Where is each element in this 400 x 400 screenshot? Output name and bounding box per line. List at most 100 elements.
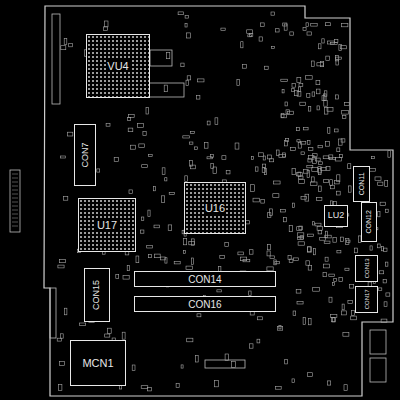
smd-part bbox=[379, 271, 384, 274]
smd-part bbox=[116, 274, 119, 278]
smd-part bbox=[104, 27, 108, 30]
smd-part bbox=[221, 28, 225, 31]
small-part bbox=[370, 330, 386, 354]
smd-part bbox=[297, 173, 303, 176]
smd-part bbox=[297, 128, 300, 131]
smd-part bbox=[257, 339, 260, 343]
smd-part bbox=[297, 78, 301, 83]
smd-part bbox=[318, 186, 321, 192]
component-outline: CON14 bbox=[134, 271, 276, 287]
connector-pin bbox=[12, 210, 18, 211]
smd-part bbox=[388, 151, 391, 158]
smd-part bbox=[303, 170, 308, 174]
component-outline: CON7 bbox=[74, 124, 96, 186]
smd-part bbox=[271, 47, 274, 49]
smd-part bbox=[97, 169, 100, 172]
smd-part bbox=[384, 248, 387, 251]
smd-part bbox=[279, 326, 281, 329]
smd-part bbox=[69, 44, 73, 47]
smd-part bbox=[271, 12, 274, 15]
smd-part bbox=[139, 144, 145, 148]
smd-part bbox=[311, 23, 318, 26]
smd-part bbox=[316, 89, 320, 94]
smd-part bbox=[329, 297, 332, 302]
smd-part bbox=[107, 328, 111, 333]
reference-designator: CON15 bbox=[92, 279, 102, 311]
smd-part bbox=[303, 317, 306, 324]
smd-part bbox=[268, 155, 272, 159]
smd-part bbox=[287, 111, 293, 114]
smd-part bbox=[225, 354, 228, 360]
smd-part bbox=[355, 248, 358, 253]
smd-part bbox=[331, 317, 335, 321]
smd-part bbox=[215, 381, 219, 387]
smd-part bbox=[298, 233, 304, 237]
smd-part bbox=[298, 242, 304, 245]
smd-part bbox=[324, 241, 330, 243]
smd-part bbox=[325, 235, 331, 238]
smd-part bbox=[178, 12, 183, 15]
smd-part bbox=[319, 44, 322, 49]
smd-part bbox=[377, 244, 380, 248]
smd-part bbox=[190, 132, 194, 134]
smd-part bbox=[226, 171, 230, 174]
smd-part bbox=[296, 290, 301, 294]
smd-part bbox=[143, 131, 146, 135]
smd-part bbox=[130, 145, 135, 149]
smd-part bbox=[59, 362, 64, 366]
smd-part bbox=[80, 323, 86, 325]
smd-part bbox=[181, 63, 184, 67]
smd-part bbox=[325, 142, 329, 147]
connector-pin bbox=[12, 178, 18, 179]
smd-part bbox=[291, 148, 296, 151]
smd-part bbox=[164, 85, 167, 92]
smd-part bbox=[308, 247, 312, 252]
smd-part bbox=[286, 138, 289, 141]
smd-part bbox=[262, 168, 265, 173]
smd-part bbox=[308, 234, 314, 236]
smd-part bbox=[261, 200, 265, 204]
smd-part bbox=[154, 187, 156, 191]
smd-part bbox=[155, 254, 161, 258]
smd-part bbox=[213, 167, 217, 173]
smd-part bbox=[303, 28, 306, 31]
smd-part bbox=[247, 30, 253, 34]
smd-part bbox=[339, 44, 342, 50]
smd-part bbox=[324, 180, 329, 183]
smd-part bbox=[311, 177, 314, 182]
smd-part bbox=[183, 136, 190, 138]
smd-part bbox=[380, 202, 385, 205]
smd-part bbox=[322, 39, 324, 43]
component-outline: U16 bbox=[184, 182, 246, 234]
smd-part bbox=[259, 37, 263, 41]
smd-part bbox=[168, 225, 172, 231]
connector-pin bbox=[12, 214, 18, 215]
component-outline: U17 bbox=[78, 198, 136, 252]
smd-part bbox=[294, 91, 298, 96]
smd-part bbox=[232, 361, 236, 367]
smd-part bbox=[279, 155, 286, 158]
small-chip bbox=[148, 83, 184, 97]
smd-part bbox=[251, 185, 255, 192]
connector-pin bbox=[12, 182, 18, 183]
smd-part bbox=[122, 332, 125, 339]
smd-part bbox=[165, 258, 167, 263]
smd-part bbox=[198, 79, 204, 82]
smd-part bbox=[323, 264, 329, 268]
reference-designator: VU4 bbox=[106, 60, 129, 72]
smd-part bbox=[324, 101, 327, 107]
smd-part bbox=[346, 240, 350, 243]
smd-part bbox=[60, 260, 66, 263]
smd-part bbox=[329, 274, 335, 276]
small-chip bbox=[150, 50, 172, 66]
smd-part bbox=[341, 46, 347, 49]
smd-part bbox=[333, 237, 336, 242]
smd-part bbox=[281, 79, 288, 81]
smd-part bbox=[252, 156, 254, 159]
smd-part bbox=[315, 223, 321, 226]
smd-part bbox=[242, 64, 246, 68]
smd-part bbox=[371, 156, 374, 158]
smd-part bbox=[317, 198, 322, 201]
smd-part bbox=[342, 111, 349, 115]
smd-part bbox=[293, 203, 295, 207]
